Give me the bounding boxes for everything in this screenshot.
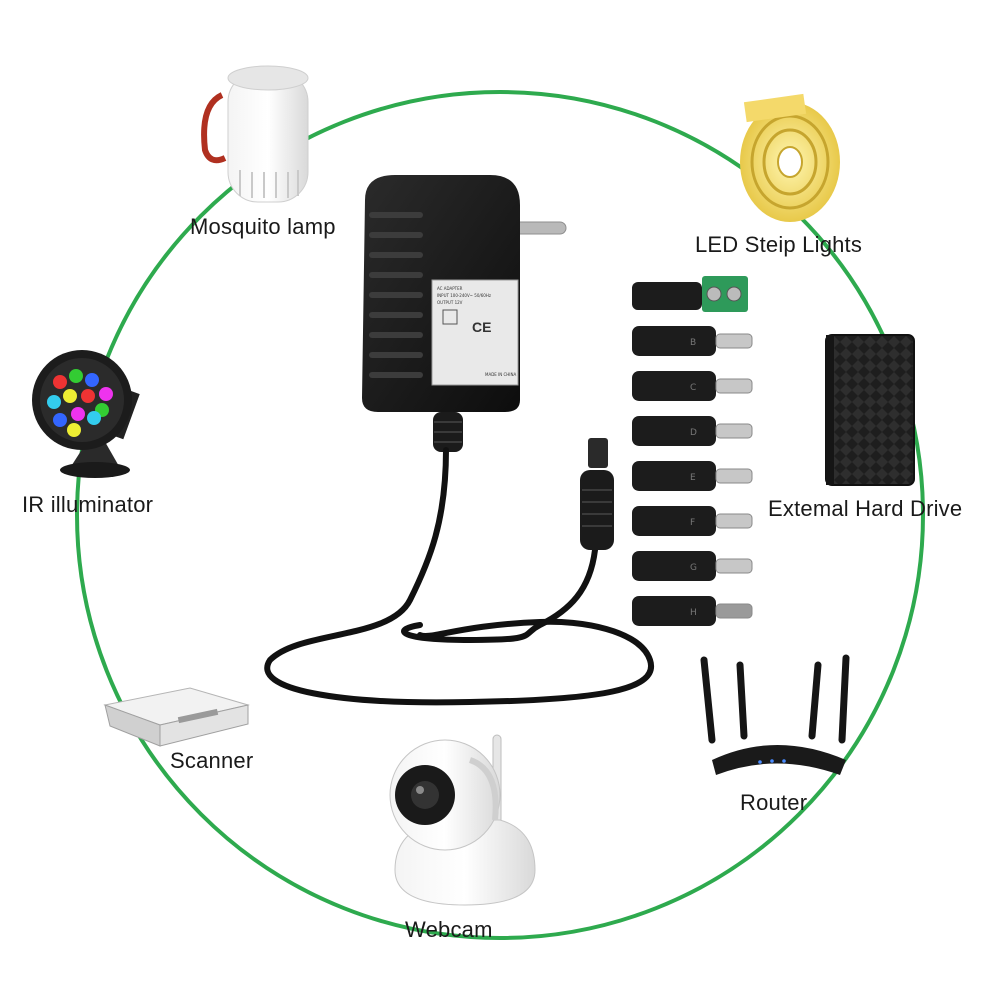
connector-tip-letter: E bbox=[690, 473, 696, 483]
connector-tip: E bbox=[632, 461, 753, 491]
adapter-label-line-4: MADE IN CHINA bbox=[485, 372, 516, 377]
power-adapter-icon: AC ADAPTER INPUT 100-240V~ 50/60Hz OUTPU… bbox=[362, 175, 567, 452]
connector-tip-letter: D bbox=[690, 428, 697, 438]
connector-tip bbox=[632, 276, 748, 312]
scanner-icon bbox=[103, 687, 250, 747]
device-label-mosquito-lamp: Mosquito lamp bbox=[190, 214, 336, 239]
device-ring bbox=[75, 90, 925, 940]
ir-led bbox=[53, 413, 67, 427]
ce-mark: CE bbox=[472, 319, 491, 335]
device-label-ir-illuminator: IR illuminator bbox=[22, 492, 154, 517]
hard-drive-icon bbox=[825, 334, 915, 486]
led-strip-icon bbox=[740, 93, 840, 222]
connector-tip-letter: H bbox=[690, 608, 697, 618]
device-label-router: Router bbox=[740, 790, 808, 815]
ir-led bbox=[67, 423, 81, 437]
mosquito-lamp-icon bbox=[201, 65, 309, 203]
device-label-scanner: Scanner bbox=[170, 748, 254, 773]
connector-tip-letter: F bbox=[690, 518, 695, 528]
connector-tip: H bbox=[632, 596, 753, 626]
ir-illuminator-icon bbox=[32, 350, 140, 478]
connector-tip: C bbox=[632, 371, 753, 401]
ir-led bbox=[99, 387, 113, 401]
ir-led bbox=[53, 375, 67, 389]
connector-tip: D bbox=[632, 416, 753, 446]
ir-led bbox=[87, 411, 101, 425]
connector-tip: G bbox=[632, 551, 753, 581]
ir-led bbox=[71, 407, 85, 421]
ir-led bbox=[63, 389, 77, 403]
connector-tips: B C D E F G H bbox=[632, 276, 753, 626]
ir-led bbox=[81, 389, 95, 403]
device-label-hard-drive: Extemal Hard Drive bbox=[768, 496, 963, 521]
dc-plug bbox=[580, 438, 614, 550]
adapter-label-line-3: OUTPUT 12V bbox=[437, 300, 463, 305]
connector-tip-letter: C bbox=[690, 383, 696, 393]
device-label-led-lights: LED Steip Lights bbox=[695, 232, 863, 257]
device-label-webcam: Webcam bbox=[405, 917, 493, 942]
webcam-icon bbox=[389, 734, 536, 906]
router-icon bbox=[700, 654, 850, 775]
ir-led bbox=[69, 369, 83, 383]
ir-led bbox=[47, 395, 61, 409]
connector-tip-letter: B bbox=[690, 338, 696, 348]
ir-led bbox=[85, 373, 99, 387]
adapter-label-line-1: AC ADAPTER bbox=[437, 286, 463, 291]
connector-tip: B bbox=[632, 326, 753, 356]
connector-tip: F bbox=[632, 506, 753, 536]
adapter-label-line-2: INPUT 100-240V~ 50/60Hz bbox=[437, 293, 491, 298]
connector-tip-letter: G bbox=[690, 563, 697, 573]
power-cable bbox=[264, 447, 655, 706]
